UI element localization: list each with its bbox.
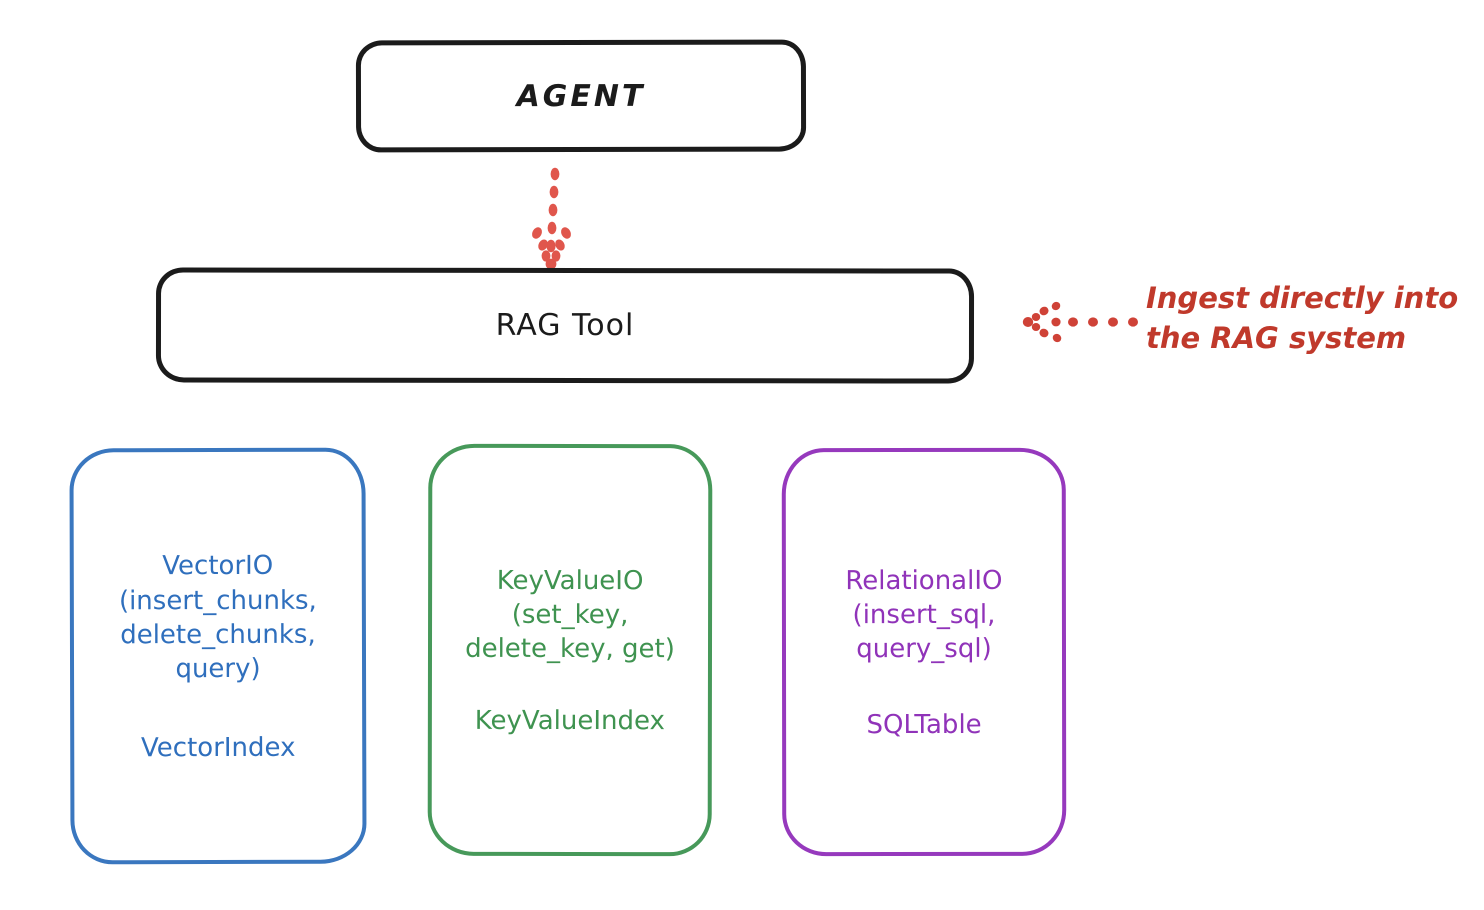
- store-keyvalue-api-label: KeyValueIO (set_key, delete_key, get): [465, 565, 675, 665]
- store-relational[interactable]: RelationalIO (insert_sql, query_sql) SQL…: [781, 447, 1067, 857]
- annotation-ingest-note: Ingest directly into the RAG system: [1146, 281, 1459, 356]
- store-vector[interactable]: VectorIO (insert_chunks, delete_chunks, …: [69, 447, 367, 865]
- store-keyvalue-index-label: KeyValueIndex: [474, 706, 665, 737]
- connector-ingest-note-to-rag-tool-icon: [1022, 301, 1138, 343]
- store-relational-api-label: RelationalIO (insert_sql, query_sql): [845, 565, 1003, 665]
- store-vector-index-label: VectorIndex: [140, 732, 296, 763]
- connector-agent-to-rag-tool-icon: [532, 167, 571, 270]
- node-rag-tool-label: RAG Tool: [495, 307, 635, 344]
- store-keyvalue[interactable]: KeyValueIO (set_key, delete_key, get) Ke…: [427, 443, 713, 857]
- node-agent[interactable]: AGENT: [355, 39, 807, 153]
- store-vector-api-label: VectorIO (insert_chunks, delete_chunks, …: [118, 551, 317, 685]
- store-relational-index-label: SQLTable: [866, 710, 982, 741]
- node-agent-label: AGENT: [516, 78, 646, 114]
- node-rag-tool[interactable]: RAG Tool: [155, 267, 975, 384]
